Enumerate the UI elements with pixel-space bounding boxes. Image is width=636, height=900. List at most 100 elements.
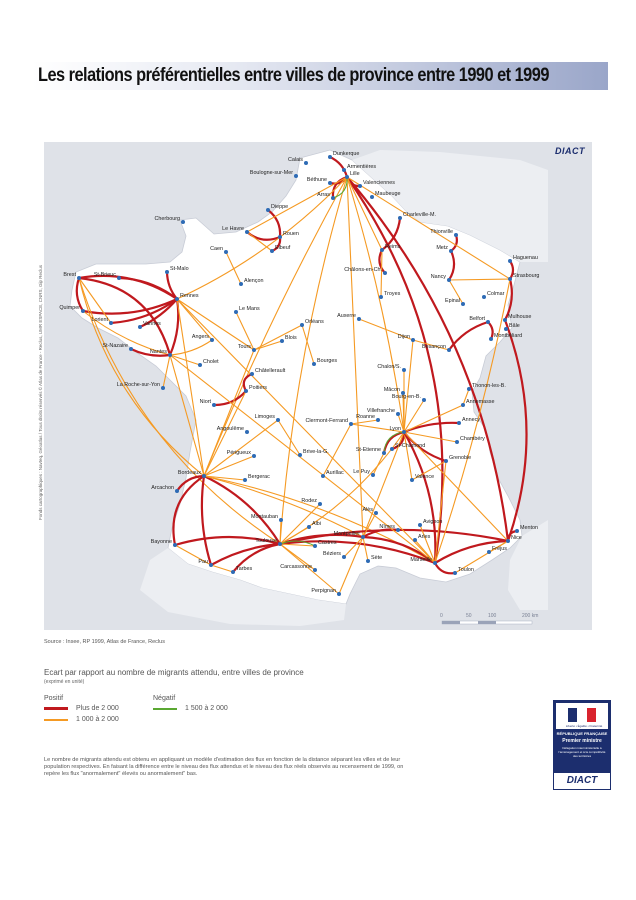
city-dot-alencon [239,282,243,286]
medium-flow-lehavre-elbeuf [246,231,273,252]
legend-subtitle: (exprimé en unité) [44,679,85,685]
strong-flow-belfort-besanon [447,320,490,352]
city-label-menton: Menton [520,525,538,531]
legend-negative-heading: Négatif [153,695,176,702]
city-dot-bourges [312,362,316,366]
strong-flow-marseille-nice [433,539,510,565]
city-label-nantes: Nantes [150,349,167,355]
city-label-rennes: Rennes [180,293,199,299]
city-label-grenoble: Grenoble [449,455,471,461]
city-dot-avignon [418,523,422,527]
city-dot-albi [307,525,311,529]
city-dot-orleans [300,323,304,327]
strong-flow-lille-nice [345,175,510,543]
city-dot-st-chamond [390,447,394,451]
republic-motto: Liberté • Égalité • Fraternité [565,724,603,728]
city-label-le-mans: Le Mans [239,306,260,312]
medium-flow-toulouse-albi [279,526,310,545]
city-label-le-havre: Le Havre [222,226,244,232]
city-dot-chalon-s- [402,368,406,372]
medium-flow-mcon-lyon [402,392,405,433]
scale-label-50: 50 [466,613,472,619]
city-dot-annecy [457,421,461,425]
medium-flow-tours-bordeaux [203,349,255,477]
medium-flow-lyon-valence [403,431,413,481]
city-label-nimes: Nîmes [379,524,395,530]
strong-flow-toulouse-bayonne [173,535,282,547]
city-dot-elbeuf [270,249,274,253]
city-dot-marseille [433,561,437,565]
city-label-dieppe: Dieppe [271,204,288,210]
scale-bar: 0 50 100 200 km [440,613,538,625]
city-dot-thonon-les-b- [467,387,471,391]
medium-flow-caen-alenon [225,251,242,285]
city-label-mulhouse: Mulhouse [508,314,531,320]
city-dot-angers [210,338,214,342]
city-label-boulogne-sur-mer: Boulogne-sur-Mer [250,170,293,176]
city-label-st-nazaire: St-Nazaire [103,343,128,349]
city-dot-perigueux [252,454,256,458]
city-dot-arras [331,196,335,200]
city-label-clermont-ferrand: Clermont-Ferrand [305,418,348,424]
city-dot-troyes [379,295,383,299]
medium-flow-bourges-orlans [301,324,315,365]
city-dot-besancon [447,348,451,352]
city-dot-dunkerque [328,155,332,159]
city-dot-arcachon [175,489,179,493]
city-dot-la-roche-sur-yon [161,386,165,390]
city-label-metz: Metz [436,245,448,251]
city-dot-menton [515,529,519,533]
strong-flow-dunkerque-lille [328,155,349,179]
medium-flow-toulouse-rodez [279,503,321,545]
city-dot-rouen [278,235,282,239]
city-label-marseille: Marseille [410,557,432,563]
city-label-bayonne: Bayonne [151,539,172,545]
city-label-chalon-s-: Chalon/S. [377,364,401,370]
city-label-bethune: Béthune [307,177,327,183]
medium-flow-lyon-chambry [403,431,458,443]
city-label-arras: Arras [317,192,330,198]
city-label-limoges: Limoges [255,414,276,420]
negative-flow-toulouse-castres [279,540,316,547]
city-label-lorient: Lorient [92,317,109,323]
city-dot-poitiers [244,389,248,393]
medium-flow-toulon-nice [454,540,509,574]
city-dot-angouleme [245,430,249,434]
city-dot-haguenau [508,259,512,263]
city-dot-blois [280,339,284,343]
city-dot-thionville [454,233,458,237]
city-dot-carcassonne [313,568,317,572]
city-label-cherbourg: Cherbourg [155,216,180,222]
city-dot-montbeliard [489,337,493,341]
city-dot-quimper [81,309,85,313]
map-credits: Fonds cartographiques : Navteq, Géoatlas… [38,264,43,520]
city-label-chatellerault: Châtellerault [255,368,286,374]
city-dot-armentieres [342,168,346,172]
legend-title: Ecart par rapport au nombre de migrants … [44,668,304,677]
medium-flow-nancy-epinal [448,279,464,305]
neighbour-land [352,150,548,262]
city-label-belfort: Belfort [469,316,485,322]
strong-flow-quimper-brest [75,276,85,313]
city-dot-le-havre [245,230,249,234]
medium-flow-montpellier-perpignan [338,536,364,595]
city-dot-nimes [396,528,400,532]
city-dot-st-brieuc [117,276,121,280]
medium-flow-bordeaux-nantes [169,354,205,477]
city-label-pau: Pau [198,559,208,565]
city-dot-limoges [276,418,280,422]
city-label-bourges: Bourges [317,358,337,364]
strong-flow-dieppe-rouen [266,208,282,239]
medium-flow-limoges-brivelag [277,419,301,456]
city-label-ales: Alès [363,507,374,513]
city-dot-castres [313,544,317,548]
city-dot-cholet [198,363,202,367]
city-label-perpignan: Perpignan [311,588,336,594]
city-dot-pau [209,563,213,567]
strong-flow-reims-chlonsench [378,248,387,275]
city-dot-grenoble [444,459,448,463]
city-dot-mulhouse [503,318,507,322]
city-dot-toulon [453,571,457,575]
title-band [32,62,608,90]
medium-flow-bordeaux-rennes [176,298,205,477]
